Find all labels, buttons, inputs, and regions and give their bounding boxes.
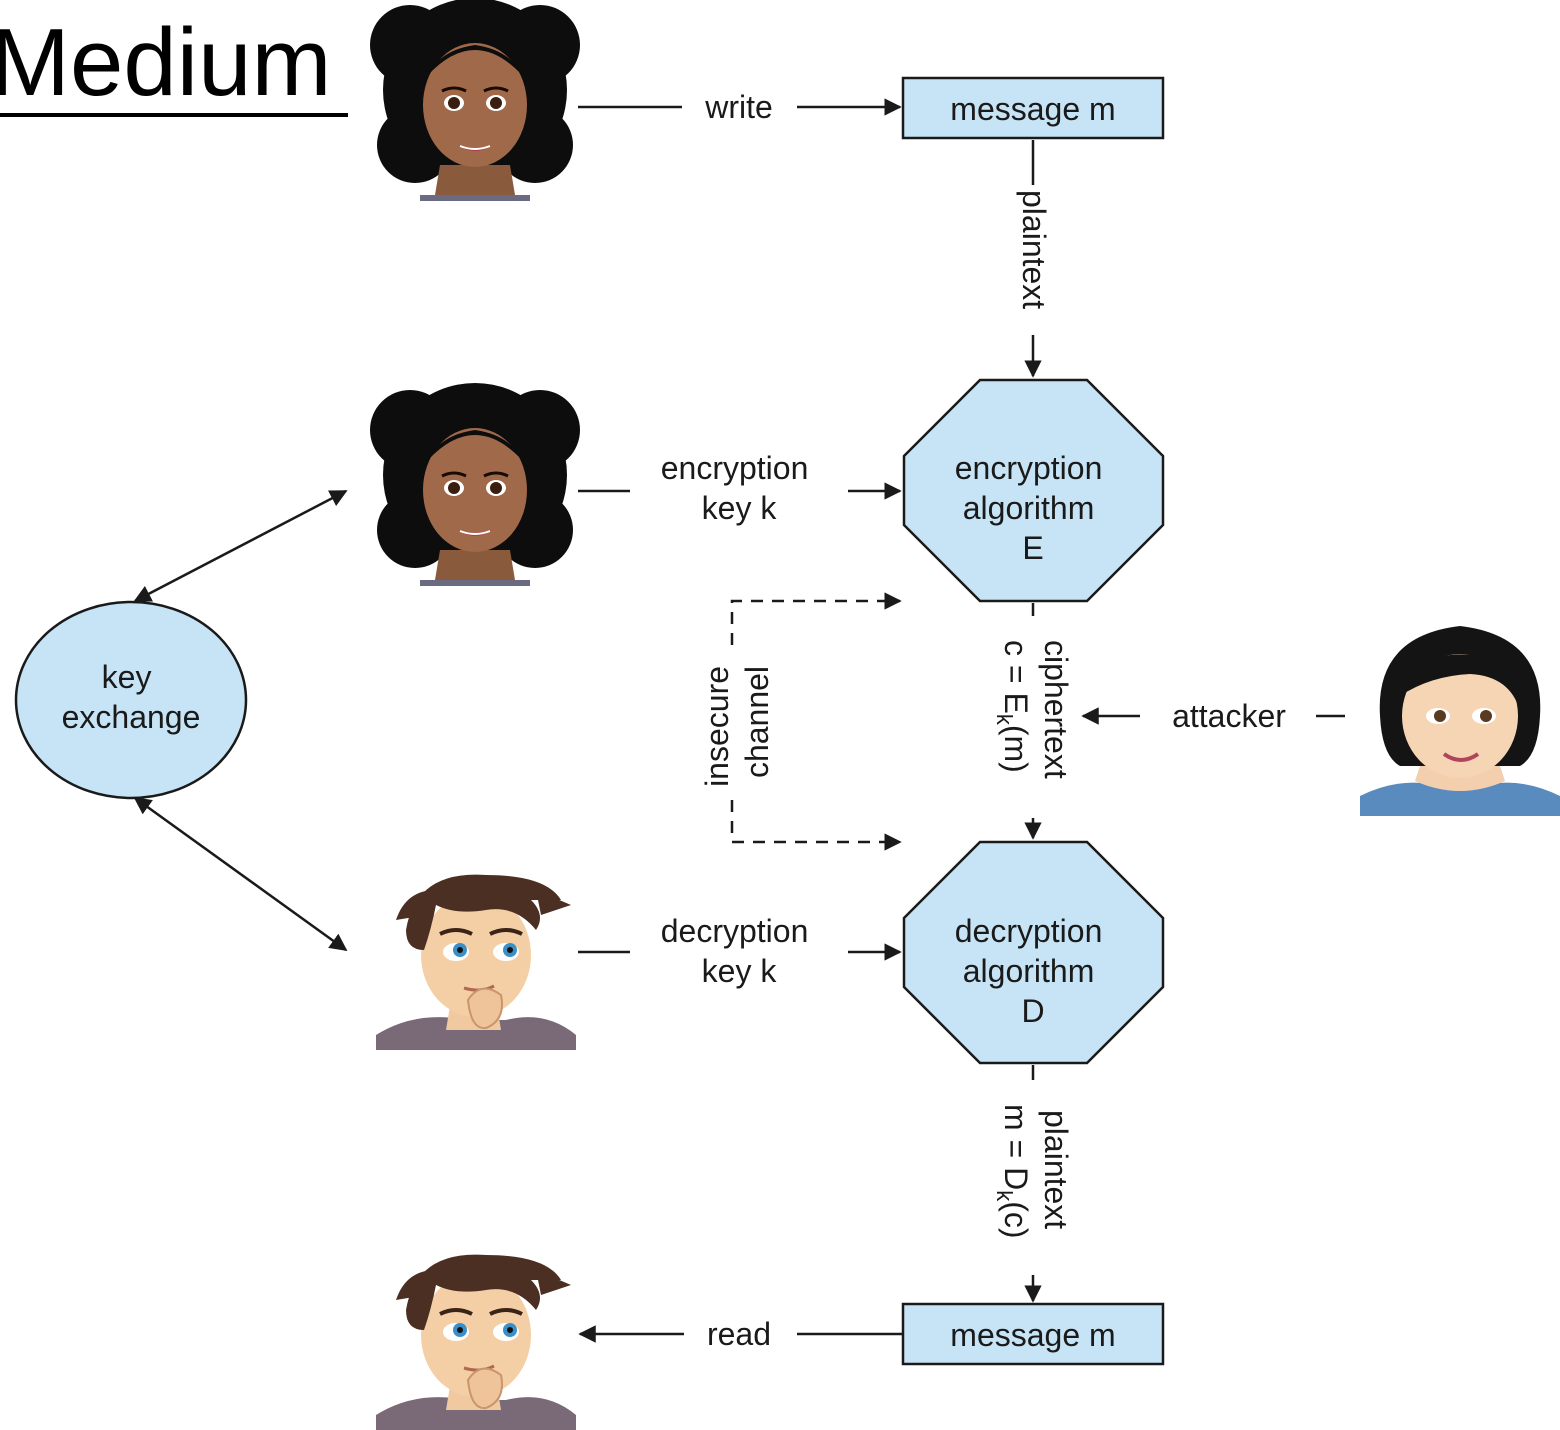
ciphertext-formula-sub: k [992,714,1017,726]
woman-afro-icon [368,381,582,588]
encryption-key-edge: encryption key k [578,450,902,526]
decryption-key-line-2: key k [702,953,778,989]
decryption-key-line-1: decryption [661,913,809,949]
plaintext-formula: m = Dk(c) [992,1104,1034,1239]
key-exchange-label: key exchange [62,659,201,735]
encryption-key-label: encryption key k [661,450,818,526]
attacker-label: attacker [1172,698,1286,734]
attacker-edge: attacker [1081,698,1345,734]
woman-afro-icon [368,0,582,203]
insecure-line-1: insecure [699,666,735,787]
insecure-channel-edge: insecure channel [699,592,902,851]
decryption-line-3: D [1021,993,1044,1029]
read-edge: read [578,1316,902,1352]
insecure-channel-label: insecure channel [699,657,775,787]
message-bottom-label: message m [950,1317,1115,1353]
message-top-label: message m [950,91,1115,127]
write-edge: write [578,89,902,125]
heading-text: Medium [0,9,331,116]
encryption-line-1: encryption [955,450,1103,486]
insecure-line-2: channel [739,666,775,778]
encryption-line-3: E [1022,530,1043,566]
write-label: write [704,89,773,125]
ciphertext-formula: c = Ek(m) [992,640,1034,773]
encryption-algorithm-label: encryption algorithm E [955,450,1112,566]
read-label: read [707,1316,771,1352]
key-exchange-node: key exchange [14,600,248,800]
decryption-line-1: decryption [955,913,1103,949]
encryption-key-line-1: encryption [661,450,809,486]
woman-bob-hair-icon [1358,624,1560,818]
encryption-algorithm-node: encryption algorithm E [902,378,1165,603]
ciphertext-formula-lhs: c = E [998,640,1034,714]
man-thinking-icon [374,1252,578,1430]
decryption-key-edge: decryption key k [578,913,902,989]
encryption-line-2: algorithm [963,490,1095,526]
message-top-node: message m [901,76,1165,140]
ciphertext-label: ciphertext [1038,640,1074,779]
man-thinking-icon [374,872,578,1052]
encryption-key-line-2: key k [702,490,778,526]
plaintext-top-label: plaintext [1016,190,1052,309]
plaintext-bottom-label: plaintext [1038,1110,1074,1229]
plaintext-top-edge: plaintext [1016,140,1052,378]
key-exchange-line-1: key [102,659,152,695]
plaintext-formula-sub: k [992,1190,1017,1202]
decryption-key-label: decryption key k [661,913,818,989]
slide-heading: Medium [0,9,348,117]
ciphertext-edge: ciphertext c = Ek(m) [992,603,1074,840]
decryption-algorithm-node: decryption algorithm D [902,840,1165,1065]
ciphertext-formula-rhs: (m) [998,725,1034,773]
decryption-line-2: algorithm [963,953,1095,989]
plaintext-bottom-edge: plaintext m = Dk(c) [992,1065,1074,1303]
plaintext-formula-rhs: (c) [998,1201,1034,1238]
decryption-algorithm-label: decryption algorithm D [955,913,1112,1029]
key-exchange-line-2: exchange [62,699,201,735]
message-bottom-node: message m [901,1302,1165,1366]
key-exchange-receiver-arrow [133,796,348,952]
plaintext-formula-lhs: m = D [998,1104,1034,1190]
key-exchange-sender-arrow [133,489,348,603]
